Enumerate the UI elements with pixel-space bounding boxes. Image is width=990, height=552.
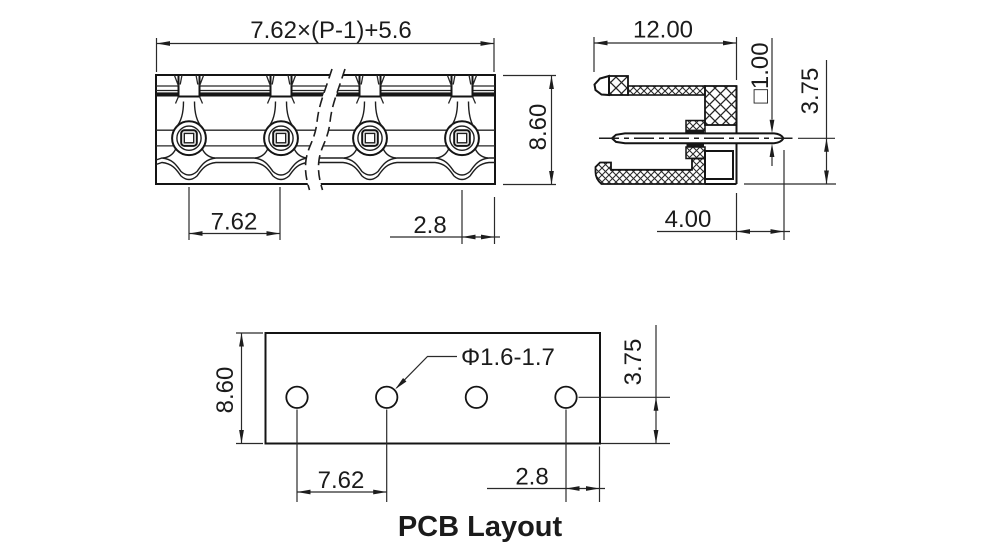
dim-pcb-hole-diameter: Φ1.6-1.7 xyxy=(393,344,555,391)
dim-label-hole-diameter: Φ1.6-1.7 xyxy=(461,344,555,371)
dim-front-pitch: 7.62 xyxy=(188,187,281,240)
pcb-hole xyxy=(554,385,578,409)
dim-side-pin-to-bottom: 3.75 xyxy=(744,60,836,185)
dim-label-pcb-end-offset: 2.8 xyxy=(515,464,548,491)
dim-label-pcb-height: 8.60 xyxy=(212,367,239,414)
side-top-arm xyxy=(627,85,706,96)
pcb-layout: 8.60 Φ1.6-1.7 3.75 7.62 xyxy=(212,325,670,543)
dim-pcb-pitch: 7.62 xyxy=(296,409,388,502)
front-pin-unit xyxy=(162,74,216,159)
dim-label-side-depth: 12.00 xyxy=(633,17,693,44)
dim-pcb-end-offset: 2.8 xyxy=(487,409,605,502)
front-break-line xyxy=(317,68,346,191)
front-break-line xyxy=(304,68,333,191)
side-lower-clamp xyxy=(685,146,706,160)
dim-label-front-height: 8.60 xyxy=(525,104,552,151)
side-body-block xyxy=(704,85,738,126)
pcb-board xyxy=(264,332,601,445)
side-cavity xyxy=(704,150,734,180)
front-scallop-upper xyxy=(155,157,495,176)
dim-label-front-end-offset: 2.8 xyxy=(413,212,446,239)
pcb-layout-title: PCB Layout xyxy=(398,511,563,543)
dim-label-pin-protrusion: 4.00 xyxy=(665,206,712,233)
dim-label-pcb-pitch: 7.62 xyxy=(318,467,365,494)
side-bottom-arm xyxy=(594,157,706,185)
front-pin-unit xyxy=(343,74,397,159)
side-latch-head xyxy=(608,75,629,96)
front-pin-unit xyxy=(435,74,489,159)
dim-label-pin-square: □1.00 xyxy=(747,42,774,103)
dim-front-end-offset: 2.8 xyxy=(390,190,500,244)
side-latch-tip xyxy=(593,74,610,97)
dim-front-total-width: 7.62×(P-1)+5.6 xyxy=(155,17,495,72)
dim-pcb-height: 8.60 xyxy=(212,332,263,445)
dim-side-pin-square: □1.00 xyxy=(747,38,775,166)
dim-label-total-width: 7.62×(P-1)+5.6 xyxy=(250,17,411,44)
dim-pcb-hole-to-edge: 3.75 xyxy=(578,325,670,445)
side-view: 12.00 □1.00 3.75 4.00 xyxy=(593,17,836,240)
dim-side-depth: 12.00 xyxy=(593,17,738,80)
dim-side-pin-protrusion: 4.00 xyxy=(657,150,790,240)
dim-front-height: 8.60 xyxy=(503,74,556,186)
dim-label-front-pitch: 7.62 xyxy=(211,209,258,236)
front-view: 7.62×(P-1)+5.6 8.60 7.62 2.8 xyxy=(155,17,556,244)
dim-label-pcb-hole-to-edge: 3.75 xyxy=(620,339,647,386)
front-scallop-lower xyxy=(155,161,495,181)
front-break-gap xyxy=(305,69,345,190)
dim-label-side-pin-to-bottom: 3.75 xyxy=(797,68,824,115)
front-pin-unit xyxy=(254,74,308,159)
pcb-hole xyxy=(285,385,309,409)
pcb-hole xyxy=(464,385,488,409)
pcb-hole xyxy=(375,385,399,409)
